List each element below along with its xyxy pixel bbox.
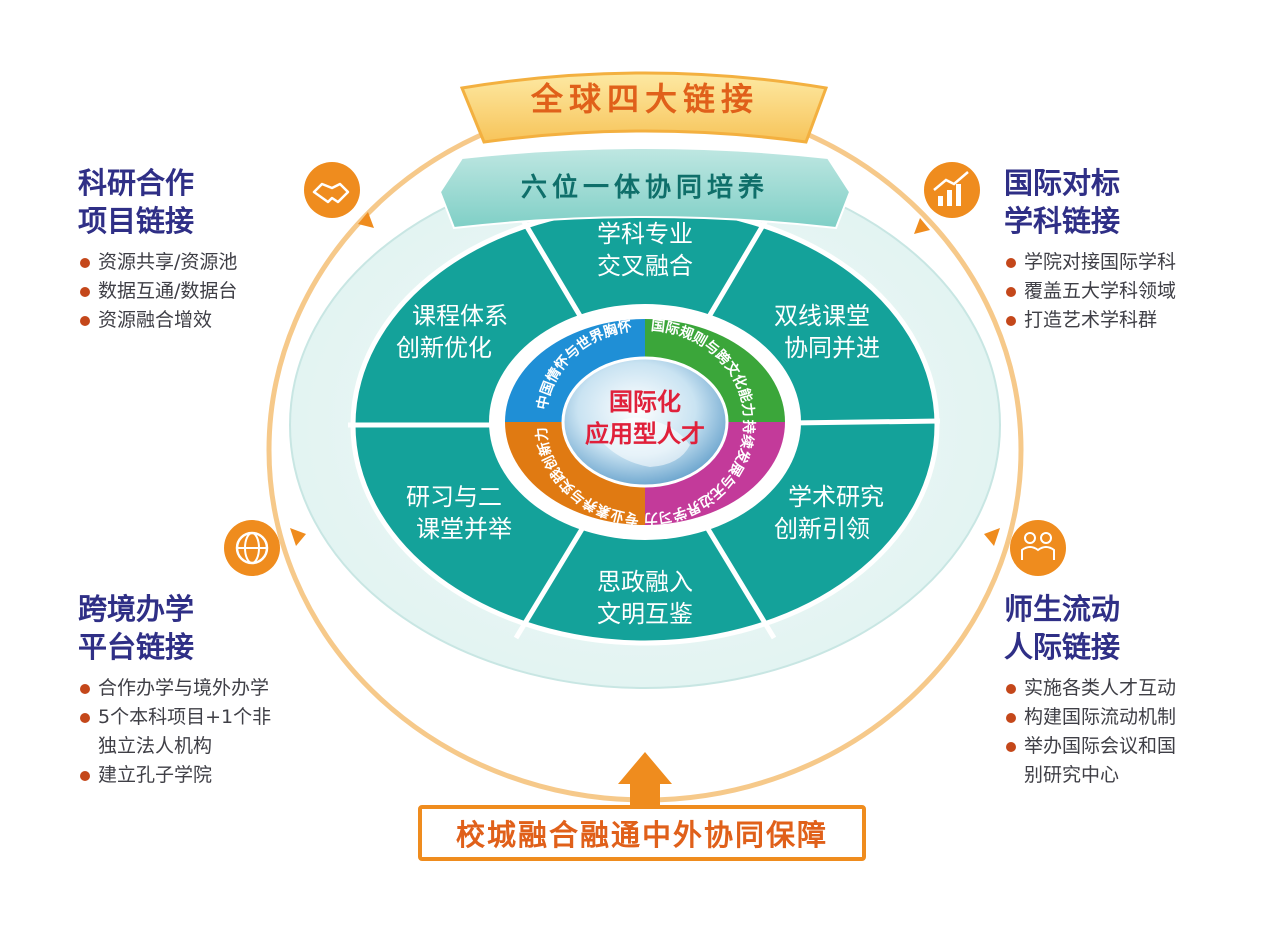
corner-discipline: 国际对标 学科链接 学院对接国际学科 覆盖五大学科领域 打造艺术学科群 — [1004, 164, 1176, 335]
list-item: 实施各类人才互动 — [1004, 674, 1176, 703]
corner-research: 科研合作 项目链接 资源共享/资源池 数据互通/数据台 资源融合增效 — [78, 164, 237, 335]
list-item: 数据互通/数据台 — [78, 277, 237, 306]
list-item: 资源融合增效 — [78, 306, 237, 335]
corner-discipline-title-line2: 学科链接 — [1004, 204, 1121, 238]
corner-discipline-title-line1: 国际对标 — [1004, 166, 1121, 200]
corner-crossborder: 跨境办学 平台链接 合作办学与境外办学 5个本科项目+1个非 独立法人机构 建立… — [78, 590, 271, 790]
segment-upper-left-line2: 创新优化 — [396, 334, 492, 362]
inner-banner-text: 六位一体协同培养 — [521, 172, 769, 203]
handshake-icon — [304, 162, 374, 228]
corner-research-title-line2: 项目链接 — [78, 204, 195, 238]
globe-continent — [600, 417, 690, 467]
segment-lower-right-line1: 学术研究 — [788, 483, 884, 511]
segment-bottom-line2: 文明互鉴 — [597, 600, 693, 628]
segment-lower-left-line2: 课堂并举 — [416, 515, 512, 543]
segment-top-line1: 学科专业 — [597, 220, 693, 248]
corner-research-title-line1: 科研合作 — [78, 166, 195, 200]
people-icon — [984, 520, 1066, 576]
list-item-continuation: 独立法人机构 — [98, 735, 213, 757]
top-banner-text: 全球四大链接 — [530, 80, 759, 118]
bottom-guarantee-text: 校城融合融通中外协同保障 — [455, 818, 828, 852]
segment-lower-right-line2: 创新引领 — [774, 515, 870, 543]
corner-mobility-title-line1: 师生流动 — [1004, 592, 1121, 626]
globe-icon — [224, 520, 306, 576]
list-item: 合作办学与境外办学 — [78, 674, 271, 703]
segment-upper-right-line2: 协同并进 — [784, 334, 880, 362]
corner-mobility-title-line2: 人际链接 — [1004, 630, 1121, 664]
list-item: 打造艺术学科群 — [1004, 306, 1176, 335]
list-item: 构建国际流动机制 — [1004, 703, 1176, 732]
segment-lower-left-line1: 研习与二 — [406, 483, 502, 511]
segment-upper-left-line1: 课程体系 — [412, 302, 508, 330]
top-banner-shape — [459, 71, 829, 144]
bottom-guarantee-box: 校城融合融通中外协同保障 — [418, 805, 866, 861]
list-item: 建立孔子学院 — [78, 761, 271, 790]
corner-crossborder-title-line1: 跨境办学 — [78, 592, 195, 626]
list-item: 举办国际会议和国 — [1004, 732, 1176, 761]
segment-upper-right-line1: 双线课堂 — [774, 302, 870, 330]
list-item: 5个本科项目+1个非 — [78, 703, 271, 732]
list-item: 学院对接国际学科 — [1004, 248, 1176, 277]
segment-top-line2: 交叉融合 — [597, 252, 693, 280]
center-title-line1: 国际化 — [609, 388, 681, 416]
inner-banner-shape — [438, 147, 852, 230]
growth-chart-icon — [914, 162, 980, 234]
segment-bottom-line1: 思政融入 — [597, 568, 693, 596]
up-arrow — [618, 752, 672, 808]
corner-crossborder-title-line2: 平台链接 — [78, 630, 195, 664]
list-item: 资源共享/资源池 — [78, 248, 237, 277]
corner-mobility: 师生流动 人际链接 实施各类人才互动 构建国际流动机制 举办国际会议和国 别研究… — [1004, 590, 1176, 790]
center-title-line2: 应用型人才 — [585, 420, 705, 448]
list-item-continuation: 别研究中心 — [1024, 764, 1120, 786]
list-item: 覆盖五大学科领域 — [1004, 277, 1176, 306]
